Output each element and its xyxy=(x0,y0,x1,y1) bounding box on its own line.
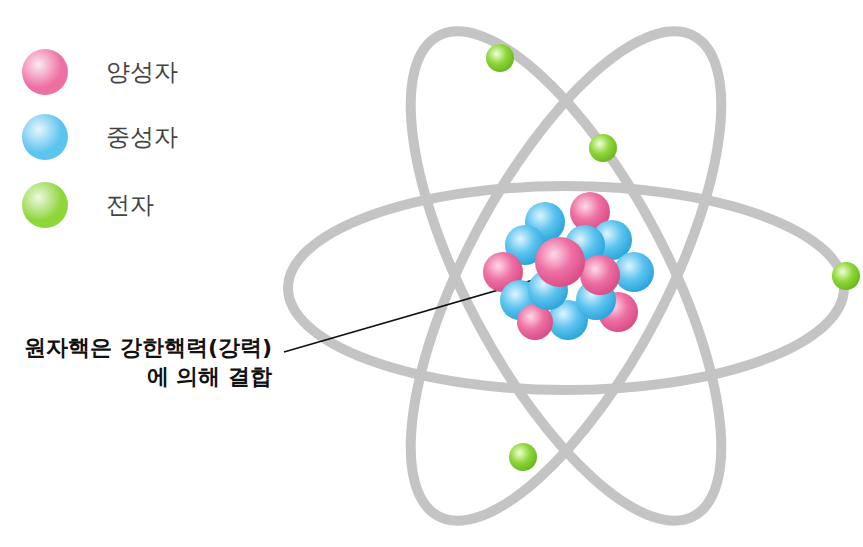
electron xyxy=(486,44,514,72)
legend-swatch xyxy=(22,114,68,160)
proton xyxy=(580,255,620,295)
orbit xyxy=(350,0,782,547)
electron xyxy=(509,443,537,471)
electrons xyxy=(486,44,860,471)
legend-swatch xyxy=(22,182,68,228)
neutron xyxy=(614,252,654,292)
orbit-group xyxy=(288,0,844,547)
legend-item: 양성자 xyxy=(22,49,178,95)
legend-label: 양성자 xyxy=(106,56,178,88)
electron xyxy=(589,134,617,162)
legend-item: 전자 xyxy=(22,182,154,228)
legend-label: 전자 xyxy=(106,189,154,221)
proton xyxy=(535,237,585,287)
orbit xyxy=(350,0,782,547)
legend-label: 중성자 xyxy=(106,121,178,153)
legend-swatch xyxy=(22,49,68,95)
callout-label: 원자핵은 강한핵력(강력)에 의해 결합 xyxy=(16,334,272,391)
nucleus xyxy=(483,192,654,340)
electron xyxy=(832,262,860,290)
legend-item: 중성자 xyxy=(22,114,178,160)
orbit xyxy=(288,186,844,390)
